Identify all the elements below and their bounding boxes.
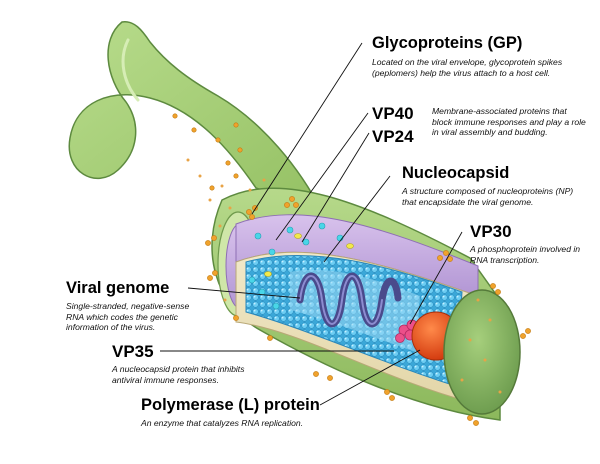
leader-polymerase [319, 349, 421, 406]
vp35-title: VP35 [112, 342, 154, 361]
glycoprotein-spikes [172, 113, 531, 426]
virus-tail [68, 21, 324, 214]
viral-genome-title: Viral genome [66, 279, 170, 297]
polymerase-desc: An enzyme that catalyzes RNA replication… [141, 418, 304, 428]
leader-vp24 [301, 132, 370, 243]
leader-viral-genome [187, 287, 301, 299]
vp35-desc: A nucleocapsid protein that inhibits ant… [112, 364, 245, 385]
viral-genome-desc: Single-stranded, negative-sense RNA whic… [66, 301, 190, 332]
leader-vp30 [409, 231, 463, 325]
vp30-title: VP30 [470, 222, 512, 241]
vp40-title: VP40 [372, 104, 414, 123]
glycoproteins-desc: Located on the viral envelope, glycoprot… [372, 57, 563, 78]
yellow-proteins [264, 233, 354, 277]
virus-end-cap [443, 289, 521, 415]
polymerase-title: Polymerase (L) protein [141, 396, 320, 414]
rna-genome-highlight [299, 275, 383, 325]
surface-dots [186, 158, 502, 394]
vp24-title: VP24 [372, 127, 414, 146]
vp40-desc: Membrane-associated proteins that block … [432, 106, 586, 137]
nucleocapsid-title: Nucleocapsid [402, 164, 510, 182]
leader-nucleocapsid [323, 175, 391, 263]
nucleocapsid-desc: A structure composed of nucleoproteins (… [402, 186, 574, 207]
vp30-desc: A phosphoprotein involved in RNA transcr… [470, 244, 581, 265]
tail-highlight [121, 38, 140, 102]
leader-glycoproteins [251, 42, 363, 215]
glycoproteins-title: Glycoproteins (GP) [372, 34, 523, 52]
leader-vp40 [275, 112, 369, 241]
leader-lines [160, 42, 463, 406]
